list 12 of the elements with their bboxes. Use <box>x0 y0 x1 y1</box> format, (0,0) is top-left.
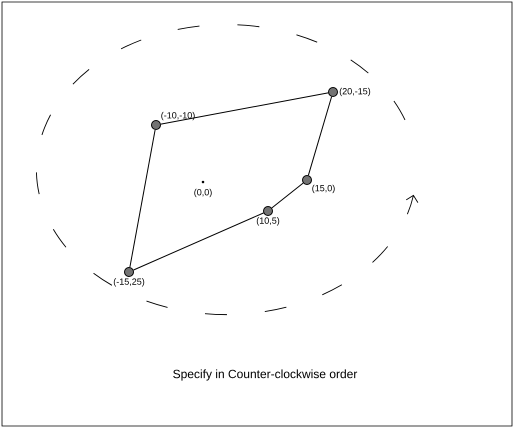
polygon-edge <box>271 182 304 208</box>
node-label: (-15,25) <box>114 278 144 287</box>
center-label: (0,0) <box>194 188 212 198</box>
polygon-edge <box>160 92 329 125</box>
polygon-edge <box>308 96 332 176</box>
node-label: (-10,-10) <box>161 112 195 120</box>
node-label: (10,5) <box>256 217 280 226</box>
polygon-edge <box>129 129 156 268</box>
node-label: (20,-15) <box>340 88 370 96</box>
polygon-edge <box>133 212 264 270</box>
caption: Specify in Counter-clockwise order <box>173 369 358 381</box>
node-label: (15,0) <box>312 184 335 194</box>
